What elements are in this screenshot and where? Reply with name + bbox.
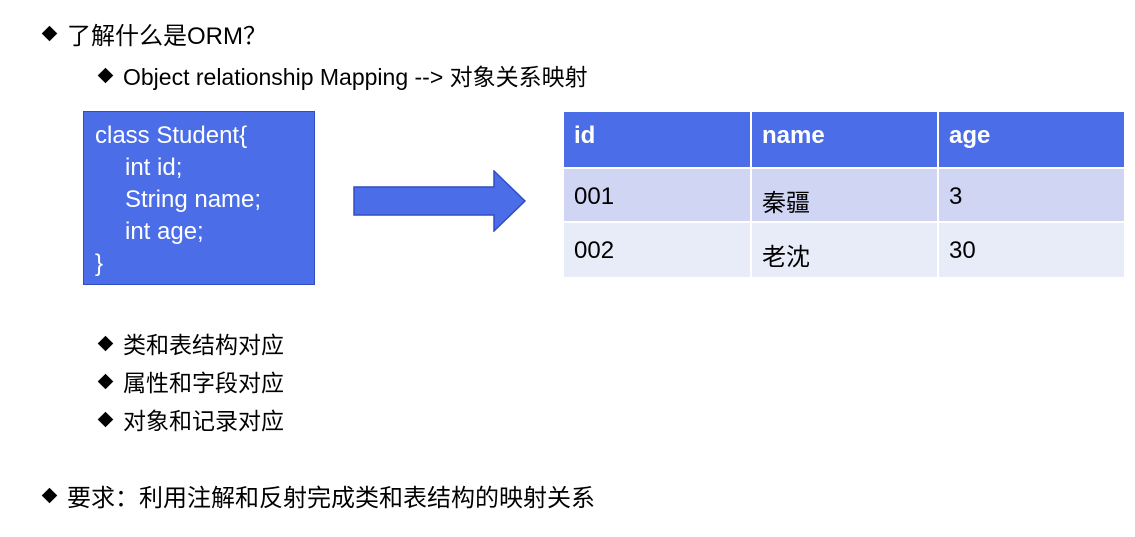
column-header-id: id	[564, 112, 752, 169]
diamond-bullet-icon	[97, 335, 114, 351]
bullet-object-record-mapping: 对象和记录对应	[97, 402, 284, 436]
table-cell: 3	[938, 168, 1126, 223]
table-header-row: id name age	[564, 112, 1126, 169]
code-line: }	[95, 250, 104, 277]
student-class-code-box: class Student{ int id; String name; int …	[83, 111, 315, 285]
column-header-age: age	[938, 112, 1126, 169]
right-arrow-icon	[353, 170, 527, 232]
mapping-text: 类和表结构对应	[123, 332, 284, 358]
column-header-name: name	[751, 112, 939, 169]
requirement-text: 要求：利用注解和反射完成类和表结构的映射关系	[67, 485, 595, 512]
bullet-what-is-orm: 了解什么是ORM？	[41, 16, 267, 51]
diamond-bullet-icon	[97, 411, 114, 427]
diamond-bullet-icon	[97, 67, 114, 83]
mapping-text: 对象和记录对应	[123, 408, 284, 434]
code-line: class Student{	[95, 122, 248, 149]
table-cell: 002	[564, 222, 752, 279]
table-cell: 30	[938, 222, 1126, 279]
table-cell: 秦疆	[751, 168, 939, 223]
mapping-text: 属性和字段对应	[123, 370, 284, 396]
bullet-requirement: 要求：利用注解和反射完成类和表结构的映射关系	[41, 478, 595, 513]
table-cell: 老沈	[751, 222, 939, 279]
orm-question-text: 了解什么是ORM？	[67, 23, 267, 50]
diamond-bullet-icon	[97, 373, 114, 389]
diamond-bullet-icon	[41, 487, 58, 504]
bullet-attribute-field-mapping: 属性和字段对应	[97, 364, 284, 398]
orm-definition-text: Object relationship Mapping --> 对象关系映射	[123, 64, 588, 90]
table-cell: 001	[564, 168, 752, 223]
diamond-bullet-icon	[41, 25, 58, 42]
student-db-table: id name age 001 秦疆 3 002 老沈 30	[564, 112, 1126, 279]
bullet-orm-definition: Object relationship Mapping --> 对象关系映射	[97, 58, 588, 92]
bullet-class-table-mapping: 类和表结构对应	[97, 326, 284, 360]
table-row: 001 秦疆 3	[564, 168, 1126, 223]
code-line: int age;	[125, 218, 204, 245]
code-line: int id;	[125, 154, 183, 181]
code-line: String name;	[125, 186, 262, 213]
table-row: 002 老沈 30	[564, 222, 1126, 279]
